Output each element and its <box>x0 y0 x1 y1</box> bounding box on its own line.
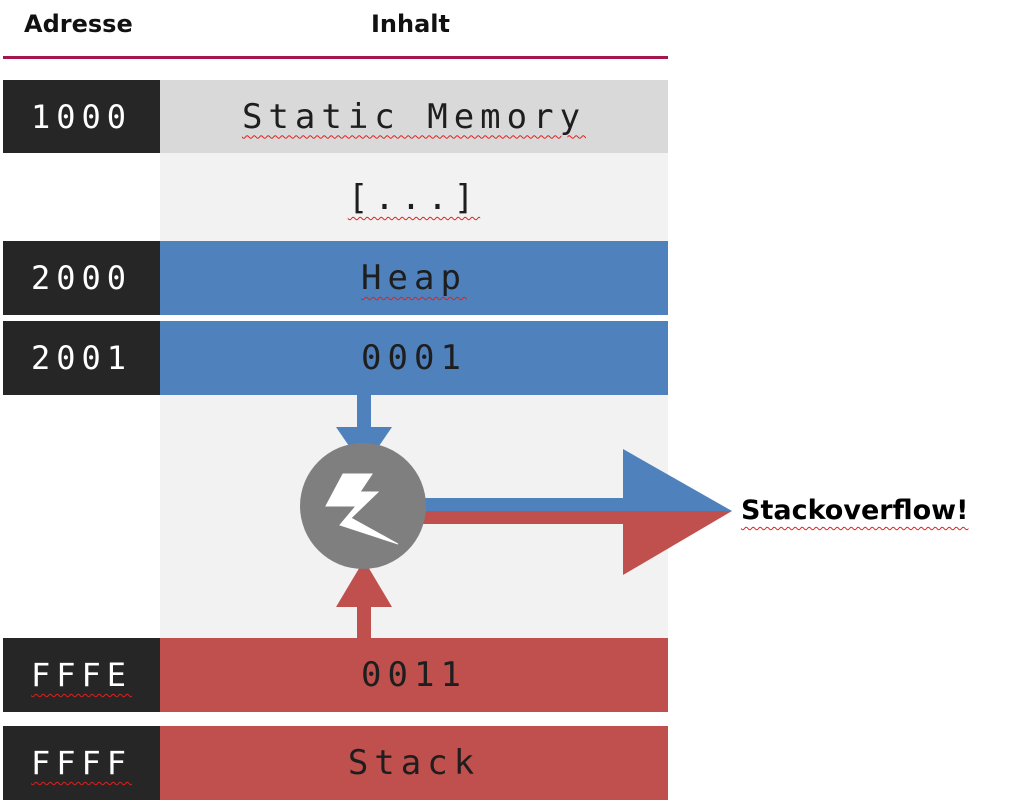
address-text: FFFE <box>30 656 133 694</box>
lightning-bolt-icon <box>325 473 399 545</box>
address-cell: 2001 <box>3 321 160 395</box>
gap-background-upper <box>160 153 668 241</box>
content-column-header: Inhalt <box>371 10 450 38</box>
overflow-arrow-shaft-blue <box>420 498 625 511</box>
ellipsis-text: [...] <box>347 178 481 218</box>
content-cell: [...] <box>160 163 668 233</box>
address-text: FFFF <box>30 744 133 782</box>
content-cell: Stack <box>160 726 668 800</box>
content-text: Heap <box>361 258 467 298</box>
memory-row-ellipsis: [...] <box>3 163 668 233</box>
stack-arrow-shaft <box>357 606 371 638</box>
memory-row-heap: 2000 Heap <box>3 241 668 315</box>
content-text: Static Memory <box>241 96 587 137</box>
overflow-arrowhead-blue <box>623 449 732 511</box>
content-text: 0011 <box>361 655 467 695</box>
address-cell: 1000 <box>3 80 160 153</box>
address-cell: FFFF <box>3 726 160 800</box>
content-cell: 0001 <box>160 321 668 395</box>
memory-row-heap-value: 2001 0001 <box>3 321 668 395</box>
header-divider <box>3 56 668 59</box>
address-cell: FFFE <box>3 638 160 712</box>
overflow-arrowhead-red <box>623 511 732 575</box>
overflow-arrow-shaft-red <box>420 511 625 524</box>
stackoverflow-text: Stackoverflow! <box>741 495 969 526</box>
content-text: 0001 <box>361 338 467 378</box>
address-column-header: Adresse <box>24 10 133 38</box>
memory-row-static: 1000 Static Memory <box>3 80 668 153</box>
content-cell: Static Memory <box>160 80 668 153</box>
memory-row-stack-value: FFFE 0011 <box>3 638 668 712</box>
stackoverflow-label: Stackoverflow! <box>741 495 968 526</box>
content-cell: 0011 <box>160 638 668 712</box>
memory-row-stack: FFFF Stack <box>3 726 668 800</box>
content-text: Stack <box>347 743 481 783</box>
stack-arrow-head <box>336 560 392 607</box>
content-cell: Heap <box>160 241 668 315</box>
address-cell: 2000 <box>3 241 160 315</box>
heap-arrow-shaft <box>357 395 371 427</box>
